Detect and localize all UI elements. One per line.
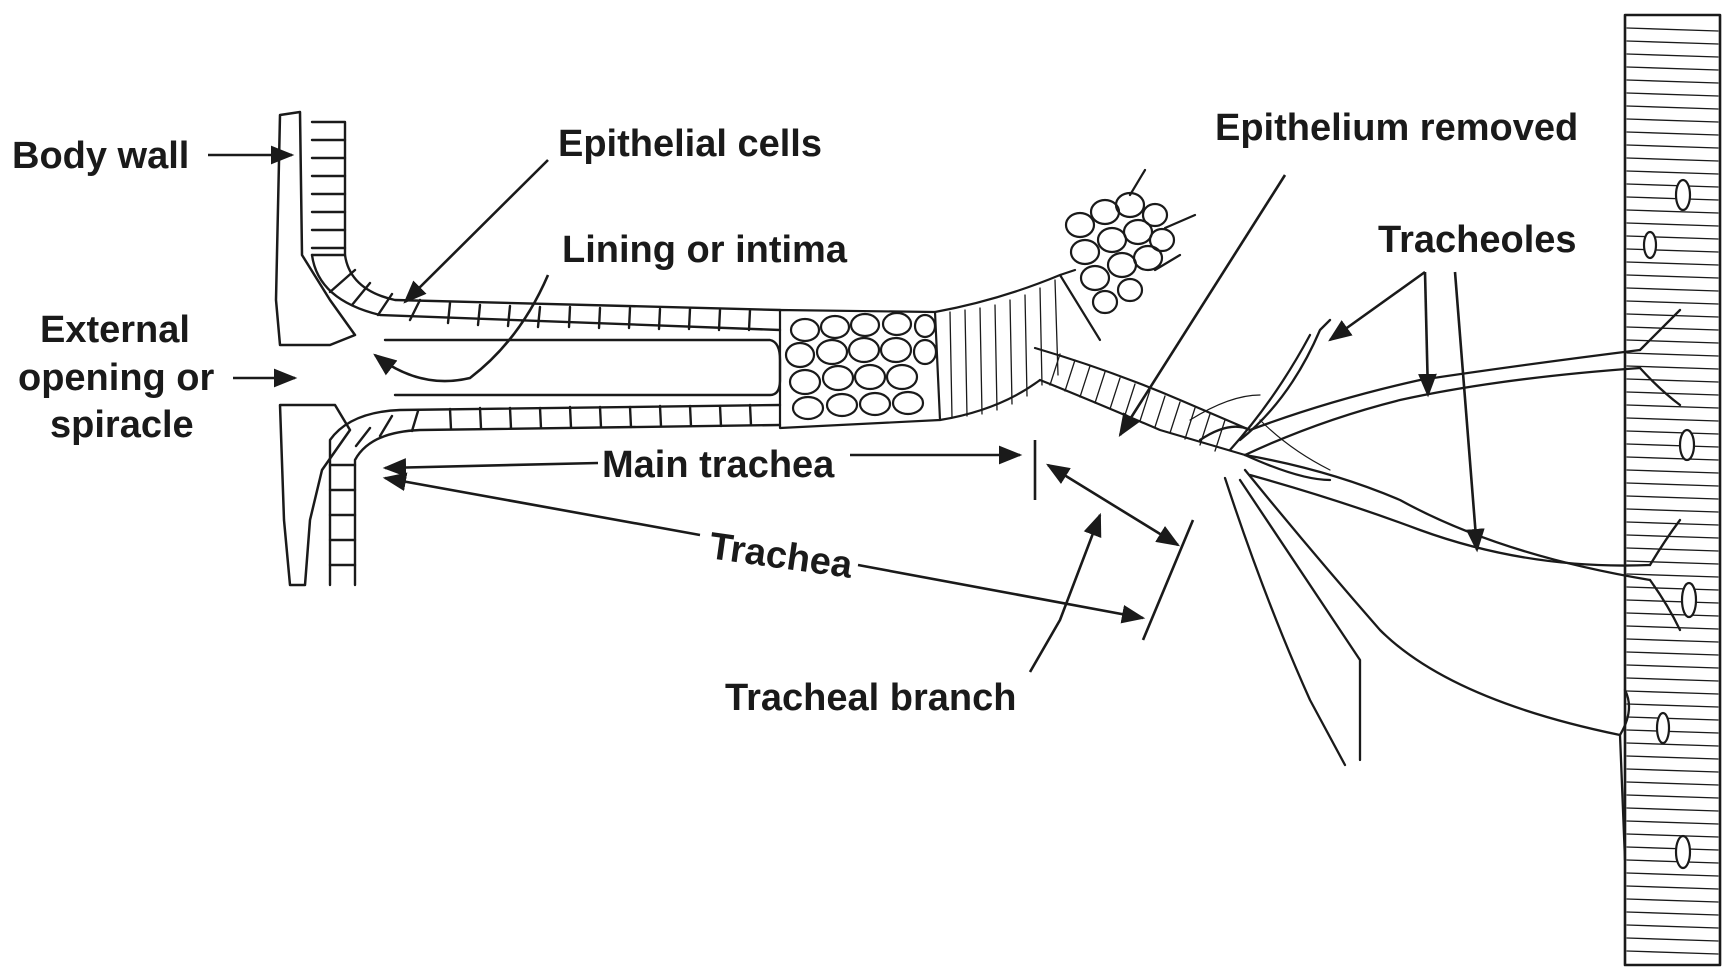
muscle-striation: [1627, 730, 1718, 733]
muscle-striation: [1627, 574, 1718, 577]
muscle-striation: [1627, 444, 1718, 447]
muscle-striation: [1627, 795, 1718, 798]
muscle-striation: [1627, 756, 1718, 759]
muscle-striation: [1627, 769, 1718, 772]
label-external-line1: External: [40, 309, 190, 351]
muscle-striation: [1627, 743, 1718, 746]
muscle-striation: [1627, 704, 1718, 707]
muscle-striation: [1627, 106, 1718, 109]
muscle-striation: [1627, 808, 1718, 811]
muscle-striation: [1627, 340, 1718, 343]
muscle-striation: [1627, 119, 1718, 122]
muscle-striation: [1627, 223, 1718, 226]
muscle-striation: [1627, 288, 1718, 291]
cell-cluster-upper-branch: [1066, 170, 1195, 313]
muscle-striation: [1627, 249, 1718, 252]
muscle-striation: [1627, 912, 1718, 915]
ridged-trachea: [935, 270, 1250, 455]
muscle-striation: [1627, 678, 1718, 681]
muscle-striation: [1627, 951, 1718, 954]
muscle-striation: [1627, 652, 1718, 655]
muscle-striation: [1627, 132, 1718, 135]
muscle-striation: [1627, 301, 1718, 304]
muscle-striation: [1627, 925, 1718, 928]
muscle-striation: [1627, 327, 1718, 330]
label-external-line3: spiracle: [50, 404, 194, 446]
label-tracheal-branch: Tracheal branch: [725, 677, 1016, 719]
muscle-striation: [1627, 938, 1718, 941]
muscle-striation: [1627, 548, 1718, 551]
muscle-striation: [1627, 379, 1718, 382]
muscle-striation: [1627, 171, 1718, 174]
muscle-striation: [1627, 873, 1718, 876]
muscle-striation: [1627, 665, 1718, 668]
muscle-striation: [1627, 457, 1718, 460]
muscle-striation: [1627, 184, 1718, 187]
label-epithelium-removed: Epithelium removed: [1215, 107, 1578, 149]
muscle-striation: [1627, 28, 1718, 31]
label-tracheoles: Tracheoles: [1378, 219, 1577, 261]
muscle-striation: [1627, 405, 1718, 408]
muscle-striation: [1627, 145, 1718, 148]
muscle-striation: [1627, 587, 1718, 590]
muscle-striation: [1627, 860, 1718, 863]
muscle-striation: [1627, 80, 1718, 83]
tracheoles: [1190, 310, 1680, 860]
cell-cluster-main-trachea: [780, 310, 940, 428]
label-main-trachea: Main trachea: [602, 444, 835, 486]
muscle-striation: [1627, 431, 1718, 434]
muscle-striation: [1627, 197, 1718, 200]
muscle-striation: [1627, 262, 1718, 265]
muscle-striation: [1627, 561, 1718, 564]
muscle-striation: [1627, 353, 1718, 356]
muscle-striation: [1627, 93, 1718, 96]
label-epithelial-cells: Epithelial cells: [558, 123, 822, 165]
muscle-striation: [1627, 639, 1718, 642]
muscle-striation: [1627, 496, 1718, 499]
muscle-striation: [1627, 522, 1718, 525]
muscle-striation: [1627, 886, 1718, 889]
muscle-fiber: [1625, 15, 1720, 965]
muscle-striation: [1627, 717, 1718, 720]
muscle-striation: [1627, 691, 1718, 694]
muscle-striation: [1627, 509, 1718, 512]
label-lining-or-intima: Lining or intima: [562, 229, 848, 271]
muscle-striation: [1627, 600, 1718, 603]
muscle-striation: [1627, 392, 1718, 395]
muscle-striation: [1627, 470, 1718, 473]
muscle-striation: [1627, 67, 1718, 70]
muscle-striation: [1627, 418, 1718, 421]
muscle-striation: [1627, 535, 1718, 538]
epithelial-cell-layer: [312, 122, 780, 585]
label-body-wall: Body wall: [12, 135, 189, 177]
muscle-striation: [1627, 834, 1718, 837]
muscle-striation: [1627, 210, 1718, 213]
muscle-striation: [1627, 782, 1718, 785]
muscle-striation: [1627, 899, 1718, 902]
muscle-striation: [1627, 821, 1718, 824]
muscle-striation: [1627, 847, 1718, 850]
muscle-striation: [1627, 158, 1718, 161]
label-external-line2: opening or: [18, 357, 215, 399]
muscle-striation: [1627, 275, 1718, 278]
label-trachea: Trachea: [707, 525, 856, 587]
muscle-striation: [1627, 236, 1718, 239]
muscle-striation: [1627, 54, 1718, 57]
muscle-striation: [1627, 41, 1718, 44]
muscle-striation: [1627, 626, 1718, 629]
muscle-striation: [1627, 483, 1718, 486]
